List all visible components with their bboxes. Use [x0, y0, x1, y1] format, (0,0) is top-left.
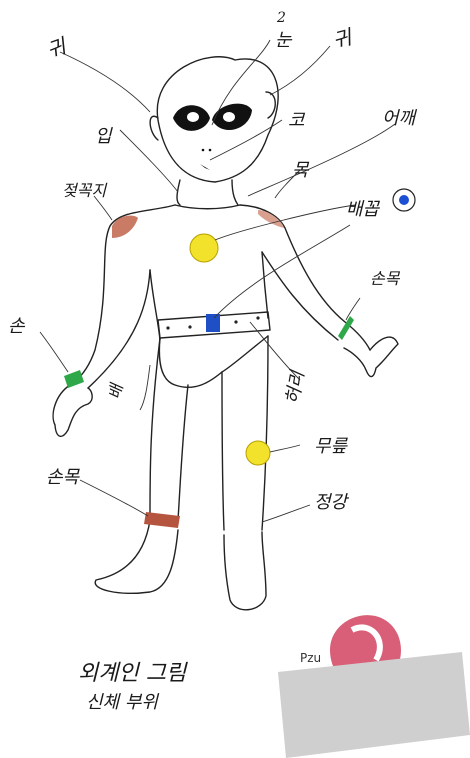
label-belt: 허리: [282, 368, 309, 406]
mouth: [200, 164, 210, 170]
belt: [158, 312, 270, 338]
label-nipple: 젖꼭지: [62, 181, 107, 200]
label-knee: 무릎: [314, 436, 349, 457]
label-shoulder: 어깨: [382, 108, 418, 129]
right-ear: [266, 92, 275, 118]
label-wrist-left: 손목: [46, 467, 81, 488]
handwritten-labels: 귀 2 눈 귀 입 코 어깨 목 젖꼭지 배꼽 손목 손 배 허리 무릎 손목 …: [8, 10, 418, 513]
label-mouth: 입: [95, 126, 113, 147]
footer-text-2: 신체 부위: [86, 692, 159, 713]
alien-legs: [95, 336, 268, 610]
label-ear-right: 귀: [330, 24, 356, 53]
label-neck: 목: [292, 160, 310, 181]
label-wrist-right: 손목: [370, 269, 401, 288]
label-belly: 배: [105, 381, 127, 401]
knee-orb: [246, 441, 270, 465]
label-shin: 정강: [314, 492, 350, 513]
signature-text: Pzu: [300, 651, 321, 665]
label-head-top: 눈: [275, 30, 293, 51]
label-nose: 코: [288, 110, 306, 131]
left-shoulder-patch: [112, 216, 138, 238]
chest-orb: [190, 234, 218, 262]
redaction-box: [278, 652, 470, 758]
label-ear-left: 귀: [44, 33, 72, 63]
label-head-top-number: 2: [276, 10, 286, 26]
footer-text-1: 외계인 그림: [78, 661, 188, 686]
belt-buckle: [206, 314, 220, 332]
label-hand-left: 손: [8, 316, 26, 337]
left-ear: [150, 116, 158, 140]
label-navel: 배꼽: [346, 199, 381, 220]
wrist-band-left: [64, 370, 84, 388]
